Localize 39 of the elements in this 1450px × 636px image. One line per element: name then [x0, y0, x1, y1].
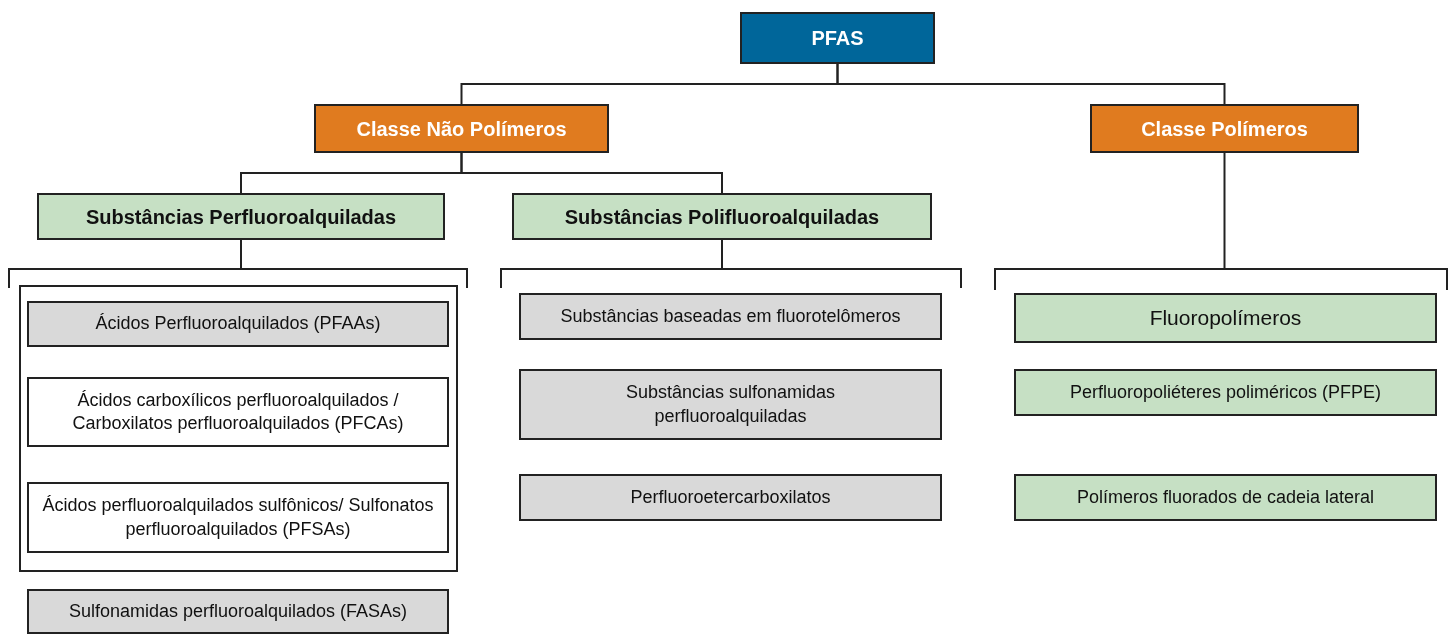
category-label: PFAS — [810, 26, 865, 51]
category-box — [27, 301, 449, 347]
class-box — [314, 104, 609, 153]
connector-line — [1223, 152, 1226, 269]
category-label: Ácidos carboxílicos perfluoroalquilados / Carboxilatos perfluoroalquilados (PFCAs) — [71, 388, 405, 435]
connector-line — [836, 63, 1226, 105]
category-box — [27, 482, 449, 553]
bracket — [8, 268, 468, 288]
category-label: Ácidos Perfluoroalquilados (PFAAs) — [94, 312, 382, 336]
category-label: Substâncias baseadas em fluorotelômeros — [559, 304, 902, 328]
category-label: Sulfonamidas perfluoroalquilados (FASAs) — [67, 599, 409, 623]
category-label: Perfluoroetercarboxilatos — [629, 485, 832, 509]
subclass-box — [512, 193, 932, 240]
subclass-box — [37, 193, 445, 240]
class-box — [1090, 104, 1359, 153]
category-box — [1014, 474, 1437, 521]
category-box — [1014, 293, 1437, 343]
category-box — [519, 293, 942, 340]
category-box — [519, 369, 942, 440]
category-label: Classe Polímeros — [1140, 116, 1309, 142]
category-label: Polímeros fluorados de cadeia lateral — [1075, 485, 1376, 509]
connector-line — [240, 239, 242, 269]
category-label: Substâncias Perfluoroalquiladas — [84, 204, 398, 230]
group-box — [19, 285, 458, 572]
category-label: Ácidos perfluoroalquilados sulfônicos/ Sulfonatos perfluoroalquilados (PFSAs) — [41, 494, 435, 541]
root-category-box — [740, 12, 935, 64]
category-label: Perfluoropoliéteres poliméricos (PFPE) — [1068, 380, 1383, 404]
category-box — [519, 474, 942, 521]
category-label: Substâncias sulfonamidas perfluoroalquiladas — [624, 381, 837, 428]
category-box — [1014, 369, 1437, 416]
category-box — [27, 377, 449, 447]
category-label: Fluoropolímeros — [1148, 305, 1303, 332]
category-box — [27, 589, 449, 634]
connector-line — [460, 152, 723, 194]
bracket — [500, 268, 962, 288]
category-label: Classe Não Polímeros — [355, 116, 568, 142]
bracket — [994, 268, 1448, 290]
connector-line — [721, 239, 723, 269]
category-label: Substâncias Polifluoroalquiladas — [563, 204, 881, 230]
